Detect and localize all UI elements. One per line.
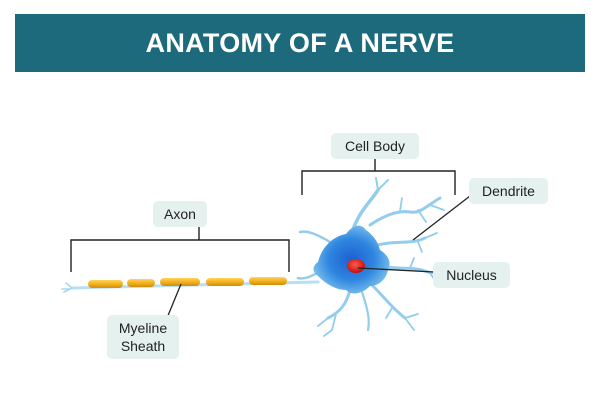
myelin-segment	[206, 278, 244, 286]
nucleus-label: Nucleus	[433, 262, 510, 288]
myelin-segment	[249, 277, 287, 285]
cell-body-bracket	[301, 158, 456, 195]
myelin-segment	[88, 280, 123, 288]
leader-lines	[166, 195, 471, 319]
page-title: ANATOMY OF A NERVE	[145, 27, 455, 58]
dendrite-label: Dendrite	[469, 178, 548, 204]
title-banner: ANATOMY OF A NERVE	[15, 14, 585, 72]
myeline-sheath-label: Myeline Sheath	[107, 315, 179, 359]
cell-body-soma	[313, 225, 390, 294]
myeline-leader	[166, 283, 182, 319]
cell-body-label: Cell Body	[331, 133, 419, 159]
myelin-sheath	[88, 277, 287, 288]
nucleus-shape	[347, 259, 365, 273]
dendrite-leader	[412, 195, 471, 241]
myelin-segment	[160, 278, 200, 286]
myelin-segment	[127, 279, 155, 287]
nucleus-leader	[357, 267, 435, 273]
axon-label: Axon	[153, 201, 207, 227]
axon-bracket	[70, 224, 290, 272]
